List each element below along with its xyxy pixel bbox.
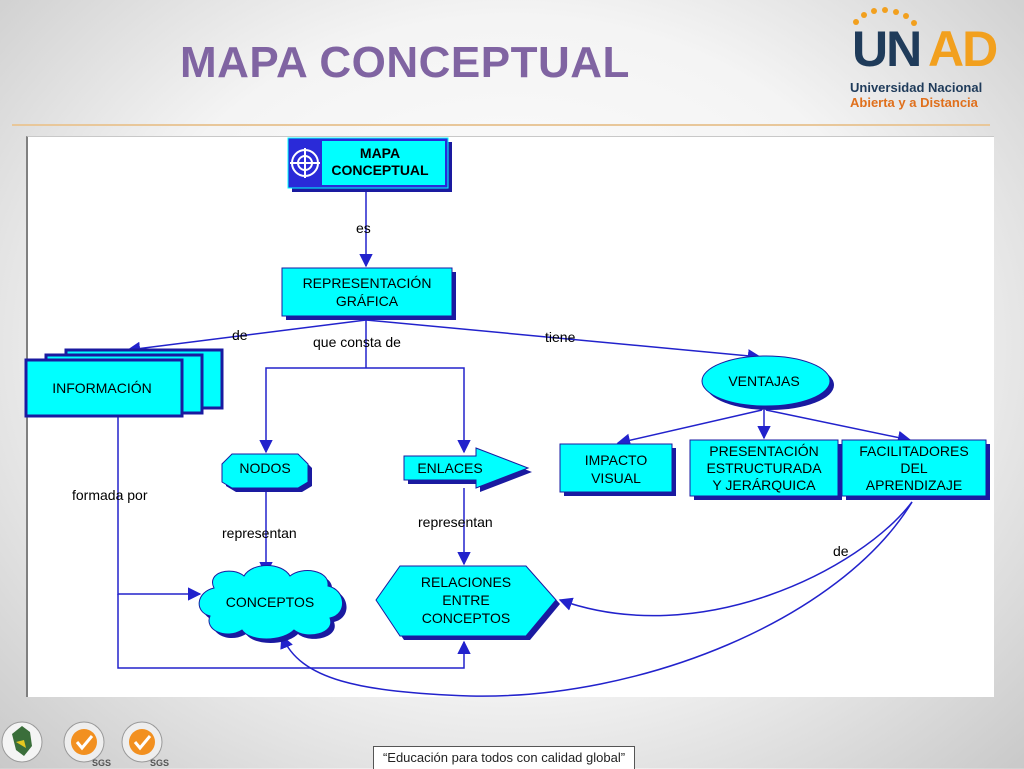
link-label-formada-por: formada por [72,487,148,503]
edge-informacion-relaciones [117,594,471,669]
node-relaciones-entre-conceptos: RELACIONES ENTRE CONCEPTOS [375,565,560,640]
node-relaciones-line3: CONCEPTOS [422,610,510,626]
node-presentacion-line1: PRESENTACIÓN [709,443,818,459]
target-icon [290,148,320,178]
node-ventajas: VENTAJAS [701,355,834,410]
logo-mark-un: UN [852,21,922,77]
logo-line2: Abierta y a Distancia [850,95,978,110]
footer-badges: SGS SGS [1,721,169,768]
edge-ventajas-facilitadores [765,409,912,445]
sgs-certification-icon: SGS [63,721,111,768]
link-label-tiene: tiene [545,329,576,345]
logo-mark-ad: AD [928,21,998,77]
node-facilitadores-line3: APRENDIZAJE [866,477,962,493]
link-label-que-consta-de: que consta de [313,334,401,350]
node-nodos: NODOS [221,453,312,492]
logo-line1: Universidad Nacional [850,80,983,95]
node-impacto-line1: IMPACTO [585,452,648,468]
sgs-certification-icon: SGS [121,721,169,768]
node-ventajas-label: VENTAJAS [728,373,799,389]
node-mapa-conceptual: MAPA CONCEPTUAL [287,137,452,192]
node-nodos-label: NODOS [239,460,290,476]
node-informacion-label: INFORMACIÓN [52,380,152,396]
node-conceptos: CONCEPTOS [198,565,347,643]
node-presentacion-line2: ESTRUCTURADA [706,460,822,476]
link-label-representan-enlaces: representan [418,514,493,530]
svg-text:SGS: SGS [92,758,111,768]
logo-dots-icon [853,7,917,26]
node-relaciones-line1: RELACIONES [421,574,511,590]
node-facilitadores-line2: DEL [900,460,927,476]
node-facilitadores-aprendizaje: FACILITADORES DEL APRENDIZAJE [841,439,990,500]
edge-split-enlaces [366,367,471,454]
edge-split-nodos [259,367,366,454]
node-impacto-visual: IMPACTO VISUAL [559,443,676,496]
link-label-de-facilitadores: de [833,543,849,559]
edge-rep-ventajas [365,319,762,363]
node-impacto-line2: VISUAL [591,470,641,486]
link-label-de: de [232,327,248,343]
colombia-map-icon [1,721,43,763]
edge-ventajas-impacto [616,409,763,447]
node-representacion-line2: GRÁFICA [336,293,399,309]
node-relaciones-line2: ENTRE [442,592,489,608]
header-divider [12,124,990,126]
link-label-representan-nodos: representan [222,525,297,541]
edge-rep-informacion [126,319,367,356]
node-enlaces-label: ENLACES [417,460,482,476]
footer-quote: “Educación para todos con calidad global… [373,746,635,769]
node-root-line1: MAPA [360,145,400,161]
node-informacion: INFORMACIÓN [24,348,224,418]
node-presentacion-line3: Y JERÁRQUICA [712,477,816,493]
node-presentacion-estructurada: PRESENTACIÓN ESTRUCTURADA Y JERÁRQUICA [689,439,842,500]
edge-facilitadores-conceptos [280,501,913,697]
edge-facilitadores-relaciones [558,501,913,617]
node-facilitadores-line1: FACILITADORES [859,443,968,459]
node-conceptos-label: CONCEPTOS [226,594,314,610]
unad-logo: UN AD Universidad Nacional Abierta y a D… [846,6,998,112]
node-root-line2: CONCEPTUAL [331,162,429,178]
edge-informacion-conceptos [117,416,202,601]
link-label-es: es [356,220,371,236]
slide-title: MAPA CONCEPTUAL [180,38,630,87]
svg-text:SGS: SGS [150,758,169,768]
node-representacion-grafica: REPRESENTACIÓN GRÁFICA [281,267,456,320]
node-enlaces: ENLACES [403,447,532,492]
node-representacion-line1: REPRESENTACIÓN [303,275,432,291]
